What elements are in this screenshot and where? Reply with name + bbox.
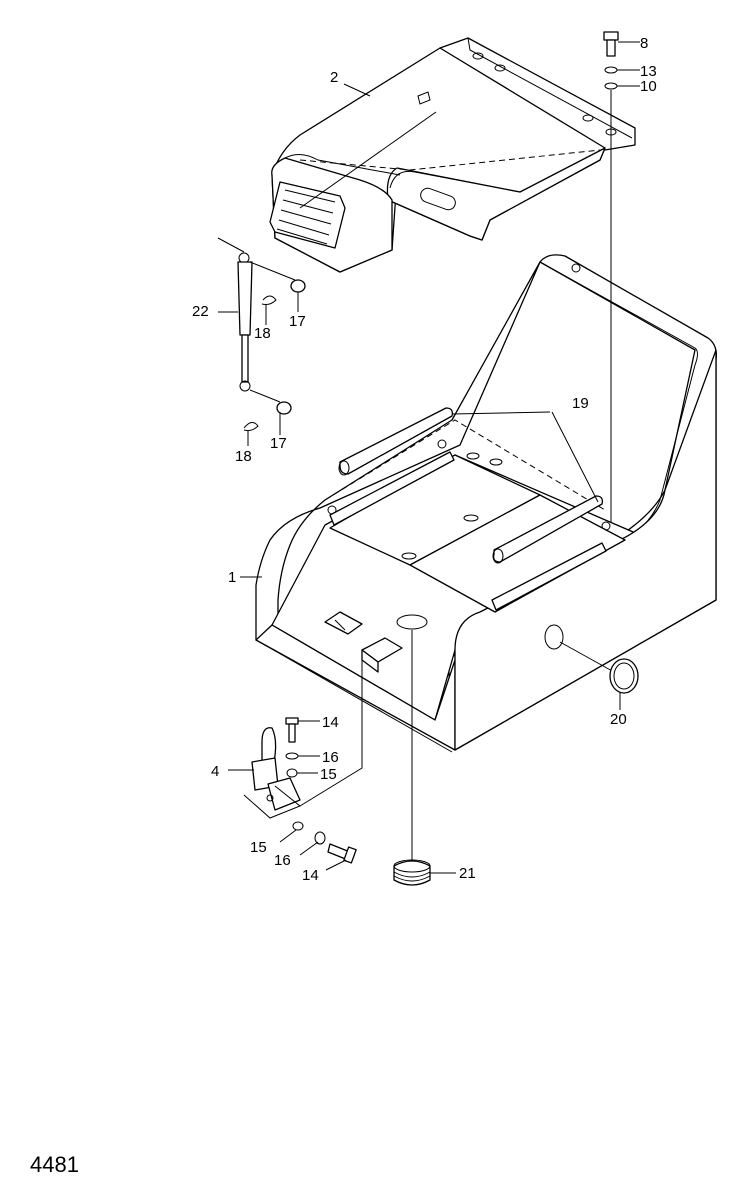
callout-label-4: 4 bbox=[211, 763, 219, 780]
callout-label-8: 8 bbox=[640, 35, 648, 52]
callout-labels: 2 8 13 10 22 18 17 19 17 18 1 20 14 4 16… bbox=[192, 35, 657, 884]
callout-label-14-lower: 14 bbox=[302, 867, 319, 884]
latch-upper-hardware bbox=[285, 717, 320, 778]
callout-label-18-upper: 18 bbox=[254, 325, 271, 342]
part-2-top-cover bbox=[269, 37, 636, 273]
right-hardware-stack bbox=[603, 31, 640, 522]
part-19-rods bbox=[338, 407, 604, 564]
callout-label-20: 20 bbox=[610, 711, 627, 728]
drawing-number: 4481 bbox=[30, 1152, 79, 1177]
callout-label-17-lower: 17 bbox=[270, 435, 287, 452]
callout-label-13: 13 bbox=[640, 63, 657, 80]
callout-label-2: 2 bbox=[330, 69, 338, 86]
callout-label-17-upper: 17 bbox=[289, 313, 306, 330]
latch-lower-hardware bbox=[279, 821, 357, 871]
part-1-main-housing bbox=[255, 254, 717, 753]
callout-label-15-lower: 15 bbox=[250, 839, 267, 856]
part-21-drain-plug bbox=[393, 630, 456, 886]
callout-label-19: 19 bbox=[572, 395, 589, 412]
callout-label-22: 22 bbox=[192, 303, 209, 320]
part-20-grommet bbox=[559, 641, 639, 710]
part-4-latch bbox=[228, 650, 363, 819]
lower-pin-and-clip bbox=[217, 237, 292, 446]
callout-label-14-upper: 14 bbox=[322, 714, 339, 731]
part-22-gas-spring bbox=[218, 252, 253, 392]
callout-label-16-upper: 16 bbox=[322, 749, 339, 766]
callout-label-21: 21 bbox=[459, 865, 476, 882]
callout-label-1: 1 bbox=[228, 569, 236, 586]
callout-label-10: 10 bbox=[640, 78, 657, 95]
upper-pin-and-clip bbox=[249, 261, 306, 325]
callout-label-18-lower: 18 bbox=[235, 448, 252, 465]
callout-label-16-lower: 16 bbox=[274, 852, 291, 869]
callout-label-15-upper: 15 bbox=[320, 766, 337, 783]
